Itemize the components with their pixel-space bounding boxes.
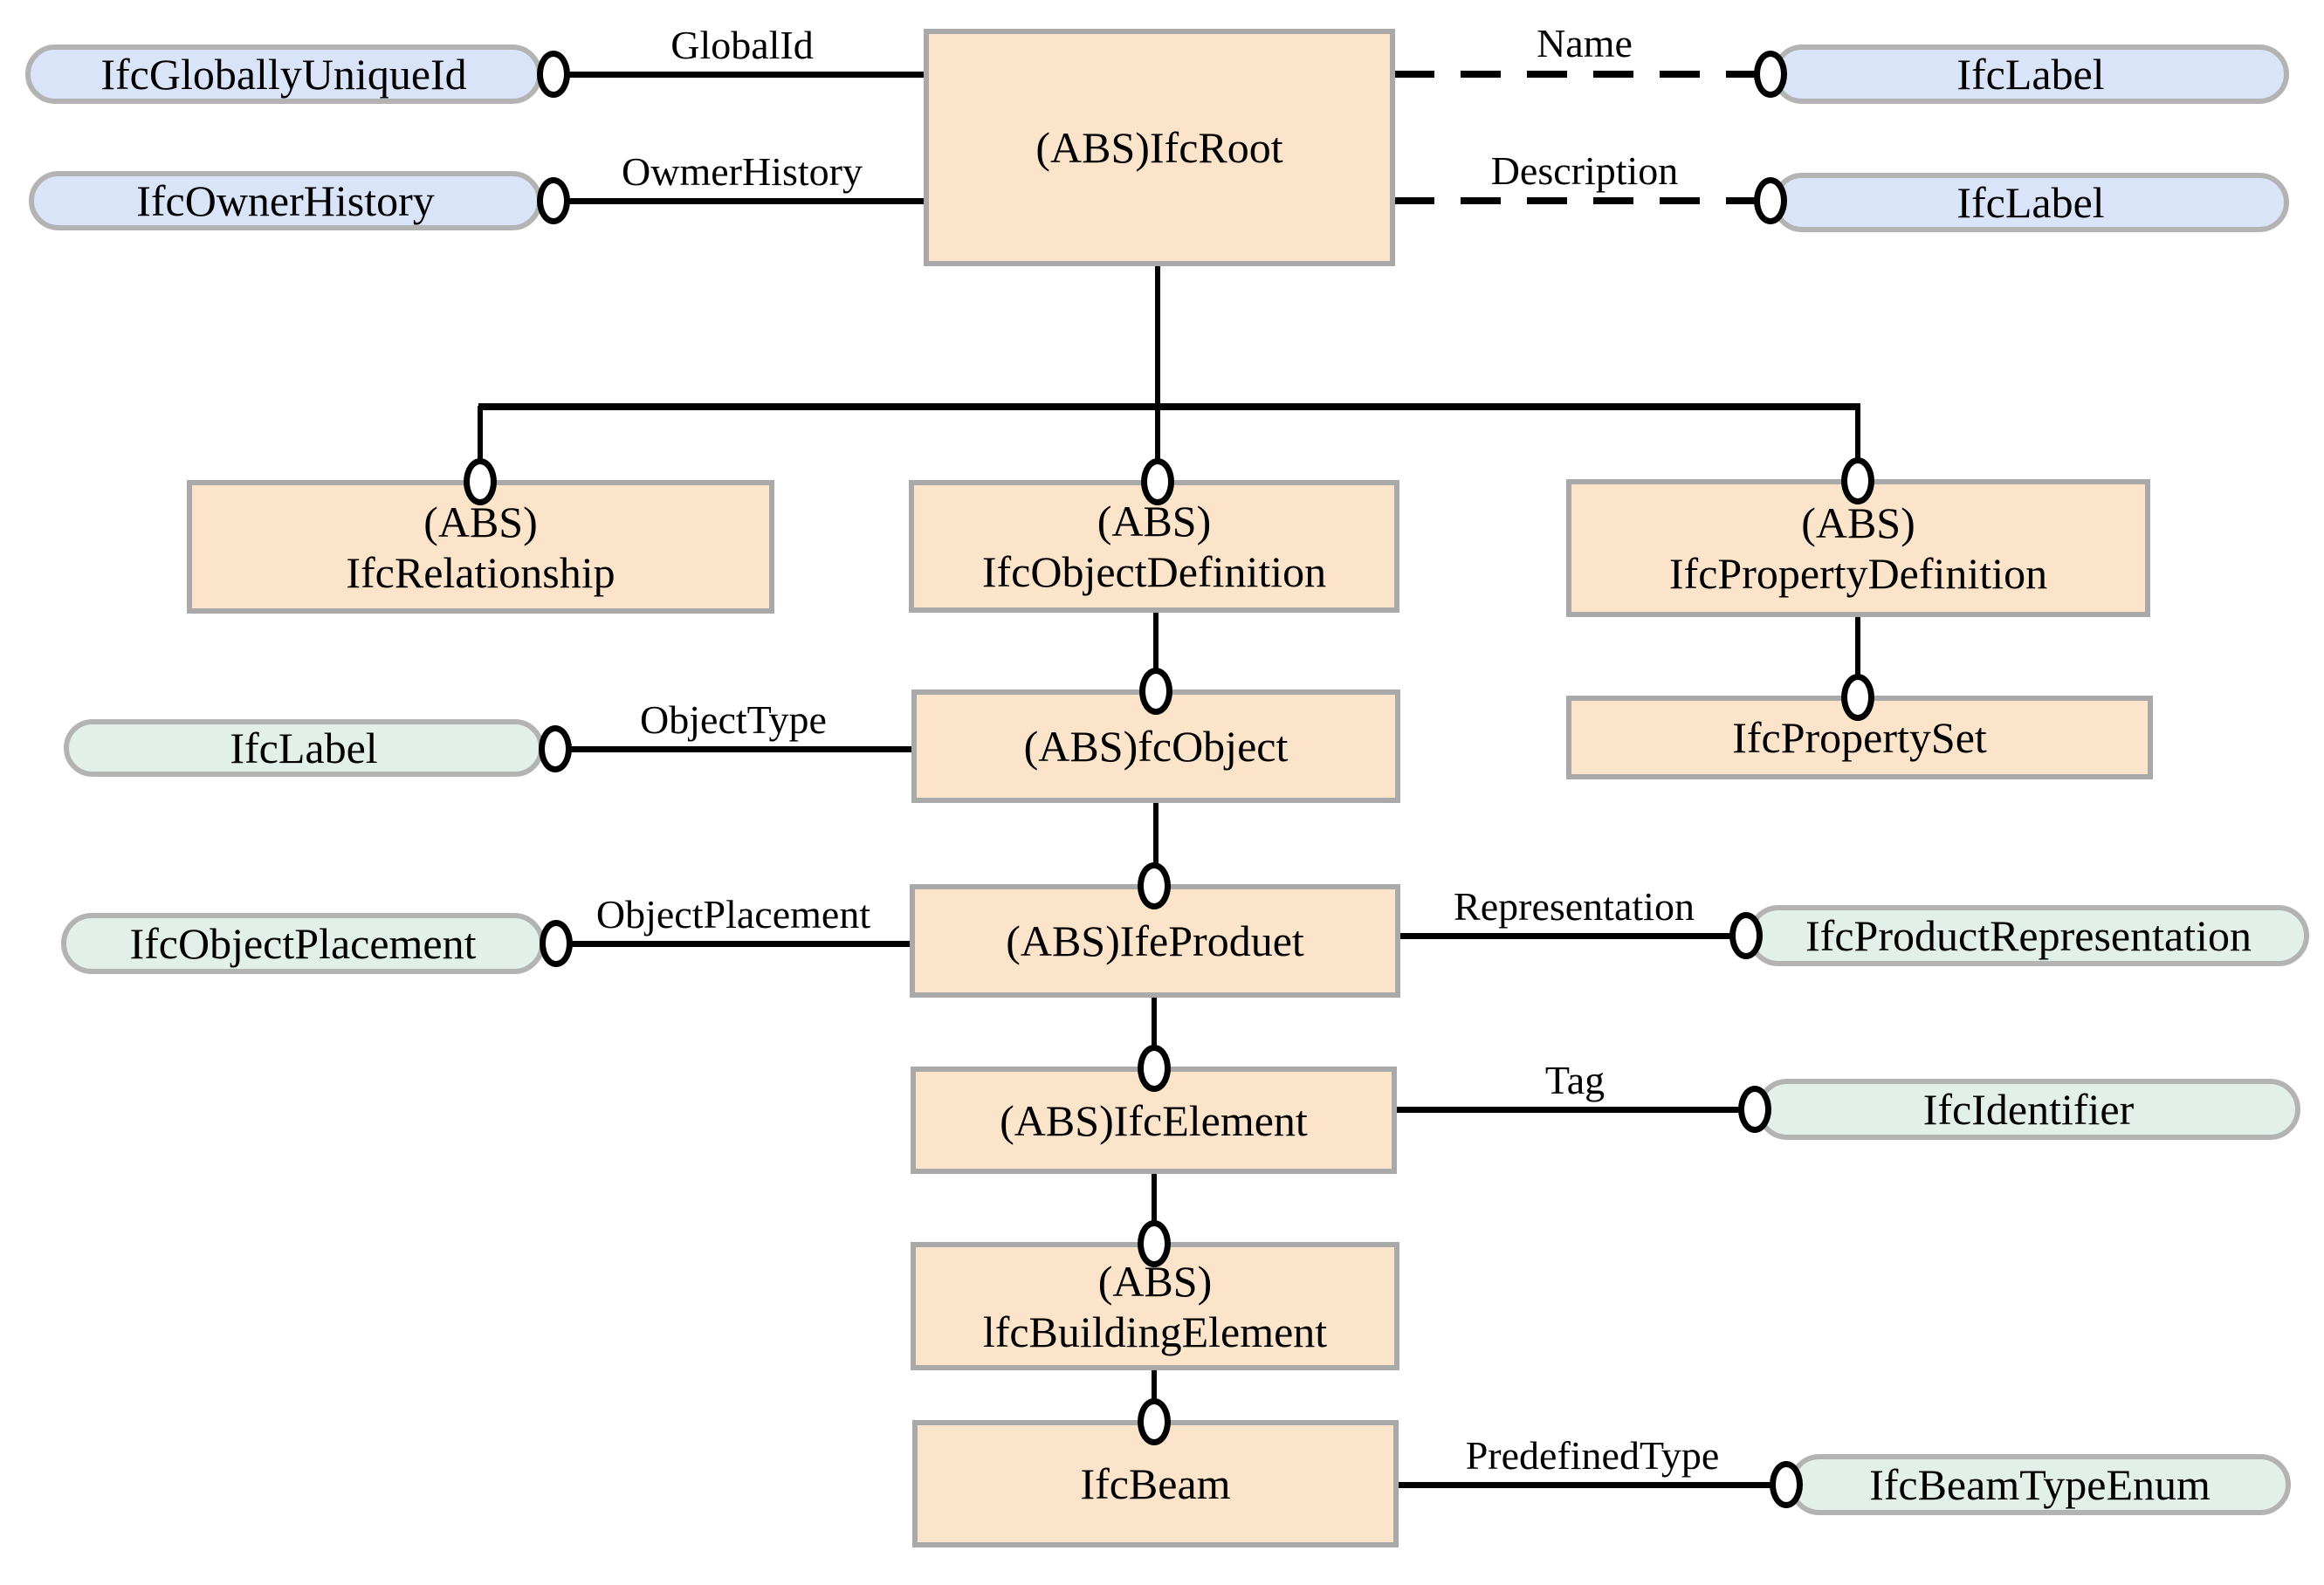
entity-ifcbuildingelement: (ABS) lfcBuildingElement	[911, 1242, 1399, 1370]
connector-circle-tag	[1738, 1086, 1771, 1133]
inherit-circle-propertyset	[1841, 674, 1874, 721]
link-propertydefinition-propertyset	[1855, 617, 1860, 676]
connector-line-name	[1394, 71, 1759, 78]
attribute-label-ownerhistory: OwmerHistory	[622, 149, 863, 194]
tree-drop-propertydefinition	[1855, 406, 1860, 460]
connector-line-objectplacement	[556, 941, 910, 947]
type-pill-ifcbeamtypeenum: IfcBeamTypeEnum	[1789, 1454, 2291, 1515]
connector-circle-globalid	[537, 51, 570, 98]
inherit-circle-beam	[1138, 1398, 1171, 1445]
inherit-circle-element	[1138, 1045, 1171, 1092]
inherit-circle-object	[1139, 668, 1172, 715]
inherit-circle-relationship	[464, 458, 497, 505]
connector-circle-representation	[1729, 912, 1763, 959]
tree-drop-objectdefinition	[1155, 406, 1160, 461]
connector-circle-objectplacement	[540, 920, 573, 967]
attribute-label-representation: Representation	[1454, 884, 1695, 929]
connector-circle-description	[1754, 177, 1787, 224]
attribute-label-objectplacement: ObjectPlacement	[595, 892, 871, 937]
type-pill-ifclabel-objecttype: IfcLabel	[64, 719, 544, 777]
type-pill-ifclabel-description: IfcLabel	[1772, 173, 2289, 232]
type-pill-ifcidentifier: IfcIdentifier	[1757, 1079, 2300, 1140]
type-pill-ifcgloballyuniqueid: IfcGloballyUniqueId	[25, 45, 542, 104]
attribute-label-tag: Tag	[1544, 1058, 1605, 1102]
inherit-circle-buildingelement	[1138, 1220, 1171, 1267]
attribute-label-predefinedtype: PredefinedType	[1465, 1433, 1720, 1478]
connector-line-objecttype	[555, 746, 911, 752]
attribute-label-name: Name	[1537, 21, 1633, 65]
attribute-label-description: Description	[1490, 148, 1679, 193]
connector-circle-predefinedtype	[1770, 1461, 1803, 1508]
link-object-product	[1153, 803, 1159, 864]
attribute-label-objecttype: ObjectType	[640, 697, 827, 742]
connector-line-predefinedtype	[1399, 1482, 1786, 1488]
type-pill-ifcownerhistory: IfcOwnerHistory	[29, 171, 542, 230]
inherit-circle-product	[1138, 862, 1171, 909]
connector-line-description	[1394, 197, 1759, 204]
type-pill-ifcproductrepresentation: IfcProductRepresentation	[1748, 905, 2309, 966]
connector-line-tag	[1397, 1107, 1755, 1113]
link-objectdefinition-object	[1153, 613, 1159, 669]
connector-circle-ownerhistory	[537, 177, 570, 224]
entity-ifcroot: (ABS)IfcRoot	[924, 29, 1395, 266]
type-pill-ifcobjectplacement: IfcObjectPlacement	[61, 913, 545, 974]
type-pill-ifclabel-name: IfcLabel	[1772, 45, 2289, 104]
connector-circle-objecttype	[539, 725, 572, 772]
link-product-element	[1152, 998, 1157, 1046]
tree-branch-horizontal	[478, 403, 1860, 410]
link-element-buildingelement	[1152, 1174, 1157, 1222]
inherit-circle-objectdefinition	[1141, 458, 1174, 505]
connector-line-representation	[1400, 933, 1746, 939]
inherit-circle-propertydefinition	[1841, 457, 1874, 504]
link-buildingelement-beam	[1152, 1370, 1157, 1400]
connector-circle-name	[1754, 51, 1787, 98]
attribute-label-globalid: GlobalId	[670, 23, 814, 67]
connector-line-ownerhistory	[553, 198, 924, 204]
connector-line-globalid	[553, 72, 924, 78]
tree-drop-relationship	[478, 406, 483, 461]
tree-stem-ifcroot	[1155, 266, 1160, 406]
